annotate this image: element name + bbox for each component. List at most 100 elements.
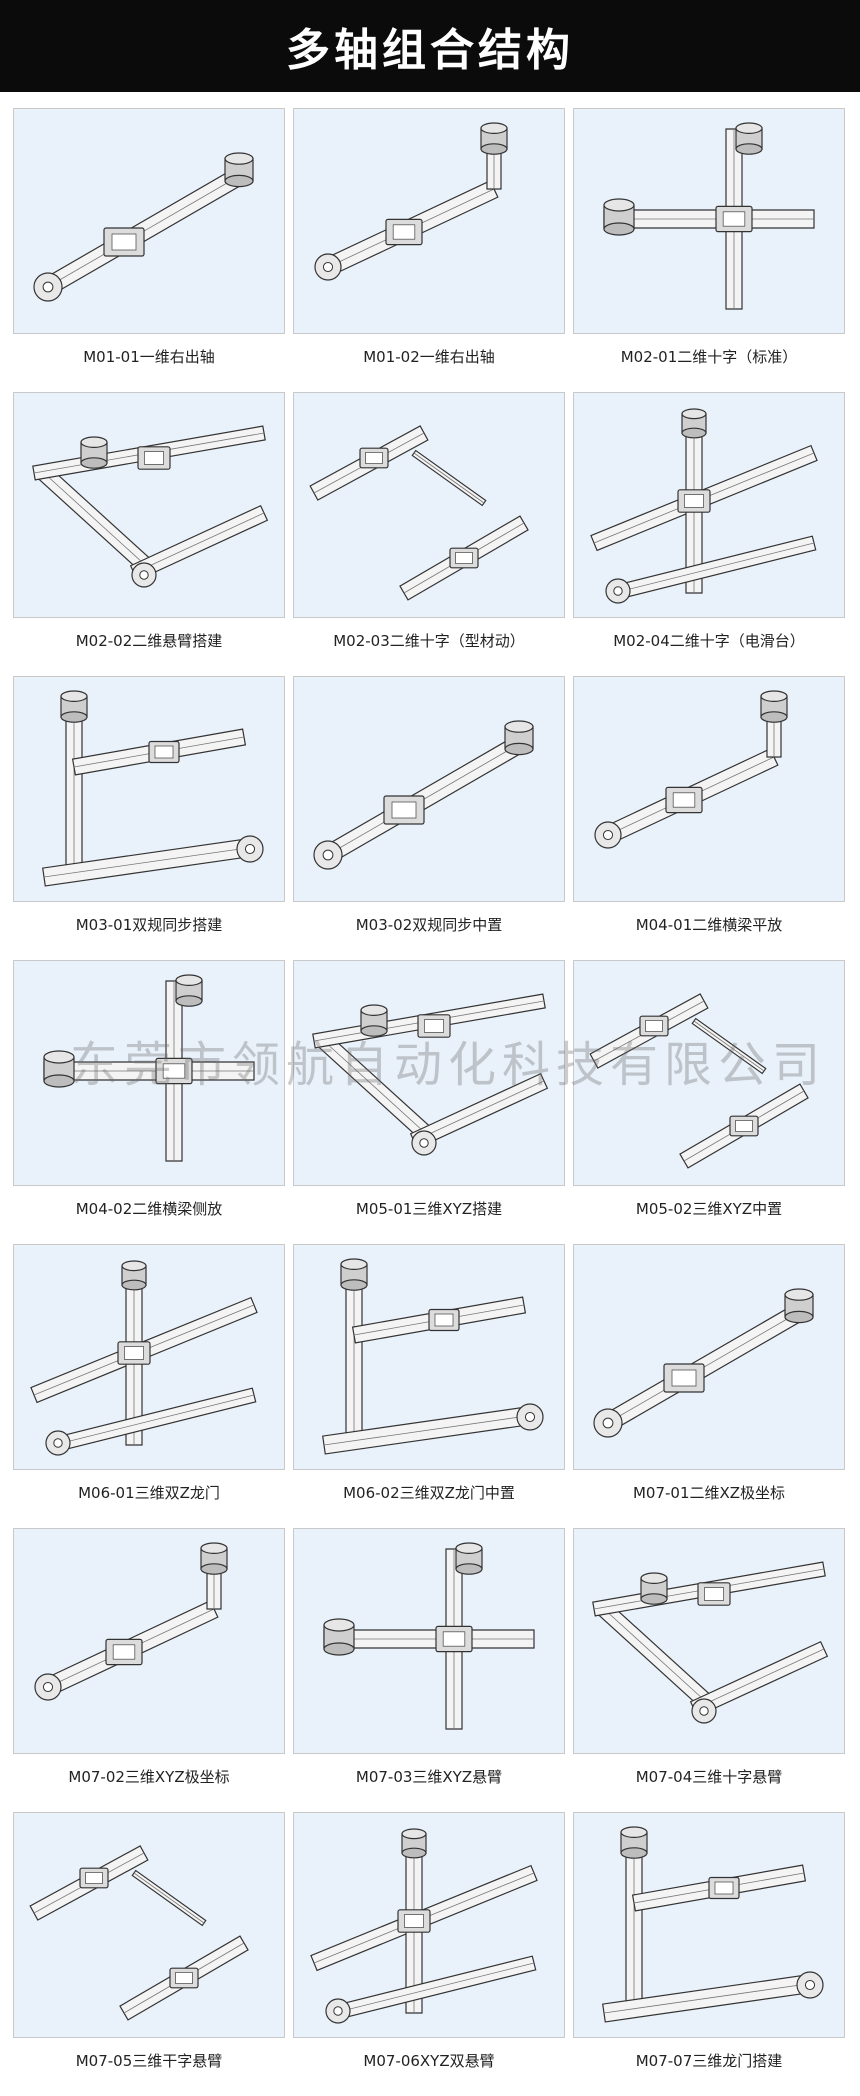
product-card[interactable]: M02-02二维悬臂搭建 bbox=[13, 392, 285, 676]
product-card[interactable]: M02-04二维十字（电滑台） bbox=[573, 392, 845, 676]
product-caption: M04-02二维横梁侧放 bbox=[75, 1200, 223, 1218]
product-card[interactable]: M03-02双规同步中置 bbox=[293, 676, 565, 960]
carriage-block bbox=[665, 786, 703, 814]
product-card[interactable]: M05-02三维XYZ中置 bbox=[573, 960, 845, 1244]
product-caption: M06-02三维双Z龙门中置 bbox=[343, 1484, 515, 1502]
carriage-block bbox=[677, 489, 711, 513]
product-image-panel[interactable] bbox=[293, 1528, 565, 1754]
end-pulley bbox=[605, 578, 631, 604]
carriage-block bbox=[105, 1638, 143, 1666]
carriage-block bbox=[729, 1115, 759, 1137]
carriage-block bbox=[397, 1909, 431, 1933]
cantilever-module-icon bbox=[32, 425, 269, 588]
servo-motor bbox=[760, 690, 788, 723]
product-image-panel[interactable] bbox=[13, 960, 285, 1186]
product-card[interactable]: M07-07三维龙门搭建 bbox=[573, 1812, 845, 2096]
servo-motor bbox=[784, 1288, 814, 1324]
product-caption: M07-01二维XZ极坐标 bbox=[632, 1484, 786, 1502]
product-image-panel[interactable] bbox=[293, 1812, 565, 2038]
product-caption: M05-02三维XYZ中置 bbox=[635, 1200, 783, 1218]
product-image-panel[interactable] bbox=[293, 1244, 565, 1470]
carriage-block bbox=[435, 1625, 473, 1653]
carriage-block bbox=[169, 1967, 199, 1989]
product-image-panel[interactable] bbox=[293, 392, 565, 618]
carriage-block bbox=[663, 1363, 705, 1393]
product-image-panel[interactable] bbox=[13, 392, 285, 618]
rail-x bbox=[603, 209, 815, 229]
rail-y bbox=[51, 1387, 257, 1453]
product-caption: M07-03三维XYZ悬臂 bbox=[355, 1768, 503, 1786]
product-image-panel[interactable] bbox=[293, 108, 565, 334]
product-caption: M05-01三维XYZ搭建 bbox=[355, 1200, 503, 1218]
cross-axis-module-icon bbox=[309, 425, 529, 601]
product-card[interactable]: M01-02一维右出轴 bbox=[293, 108, 565, 392]
carriage-block bbox=[103, 227, 145, 257]
product-card[interactable]: M04-01二维横梁平放 bbox=[573, 676, 845, 960]
product-image-panel[interactable] bbox=[293, 960, 565, 1186]
product-caption: M01-02一维右出轴 bbox=[363, 348, 495, 366]
product-card[interactable]: M06-02三维双Z龙门中置 bbox=[293, 1244, 565, 1528]
product-caption: M07-02三维XYZ极坐标 bbox=[68, 1768, 230, 1786]
product-image-panel[interactable] bbox=[573, 960, 845, 1186]
carriage-block bbox=[117, 1341, 151, 1365]
product-card[interactable]: M01-01一维右出轴 bbox=[13, 108, 285, 392]
cantilever-module-icon bbox=[323, 1542, 535, 1730]
product-image-panel[interactable] bbox=[13, 1812, 285, 2038]
product-card[interactable]: M02-03二维十字（型材动） bbox=[293, 392, 565, 676]
product-image-panel[interactable] bbox=[573, 676, 845, 902]
product-card[interactable]: M07-05三维干字悬臂 bbox=[13, 1812, 285, 2096]
gantry-module-icon bbox=[322, 1258, 544, 1455]
product-caption: M02-01二维十字（标准） bbox=[620, 348, 798, 366]
servo-motor bbox=[60, 690, 88, 723]
product-image-panel[interactable] bbox=[573, 1812, 845, 2038]
sync-shaft bbox=[131, 1869, 207, 1927]
end-pulley bbox=[34, 1673, 62, 1701]
cross-axis-module-icon bbox=[590, 408, 818, 604]
end-pulley bbox=[516, 1403, 544, 1431]
product-card[interactable]: M07-01二维XZ极坐标 bbox=[573, 1244, 845, 1528]
carriage-block bbox=[359, 447, 389, 469]
cross-axis-module-icon bbox=[603, 122, 815, 310]
servo-motor bbox=[681, 408, 707, 439]
product-card[interactable]: M07-04三维十字悬臂 bbox=[573, 1528, 845, 1812]
gantry-module-icon bbox=[30, 1260, 258, 1456]
end-pulley bbox=[325, 1998, 351, 2024]
product-card[interactable]: M06-01三维双Z龙门 bbox=[13, 1244, 285, 1528]
gantry-module-icon bbox=[602, 1826, 824, 2023]
end-pulley bbox=[411, 1130, 437, 1156]
product-image-panel[interactable] bbox=[573, 108, 845, 334]
product-caption: M02-02二维悬臂搭建 bbox=[75, 632, 223, 650]
end-pulley bbox=[131, 562, 157, 588]
servo-motor bbox=[455, 1542, 483, 1575]
product-image-panel[interactable] bbox=[293, 676, 565, 902]
xyz-module-icon bbox=[589, 993, 809, 1169]
product-image-panel[interactable] bbox=[13, 1244, 285, 1470]
polar-module-icon bbox=[593, 1288, 814, 1438]
product-card[interactable]: M02-01二维十字（标准） bbox=[573, 108, 845, 392]
product-card[interactable]: M04-02二维横梁侧放 bbox=[13, 960, 285, 1244]
end-pulley bbox=[45, 1430, 71, 1456]
product-image-panel[interactable] bbox=[13, 1528, 285, 1754]
product-image-panel[interactable] bbox=[573, 392, 845, 618]
xyz-module-icon bbox=[312, 993, 549, 1156]
product-card[interactable]: M07-02三维XYZ极坐标 bbox=[13, 1528, 285, 1812]
product-image-panel[interactable] bbox=[13, 676, 285, 902]
product-card[interactable]: M07-03三维XYZ悬臂 bbox=[293, 1528, 565, 1812]
product-image-panel[interactable] bbox=[573, 1528, 845, 1754]
product-card[interactable]: M07-06XYZ双悬臂 bbox=[293, 1812, 565, 2096]
product-caption: M04-01二维横梁平放 bbox=[635, 916, 783, 934]
product-image-panel[interactable] bbox=[573, 1244, 845, 1470]
carriage-block bbox=[639, 1015, 669, 1037]
sync-shaft bbox=[691, 1017, 767, 1075]
product-image-panel[interactable] bbox=[13, 108, 285, 334]
servo-motor bbox=[200, 1542, 228, 1575]
carriage-block bbox=[708, 1876, 740, 1900]
product-card[interactable]: M05-01三维XYZ搭建 bbox=[293, 960, 565, 1244]
servo-motor bbox=[224, 152, 254, 188]
dual-rail-module-icon bbox=[313, 720, 534, 870]
product-card[interactable]: M03-01双规同步搭建 bbox=[13, 676, 285, 960]
product-grid: M01-01一维右出轴 M01-02一维右出轴 M02-01二维十字（标准） M02-… bbox=[13, 108, 847, 2096]
product-caption: M07-06XYZ双悬臂 bbox=[363, 2052, 495, 2070]
rail-z bbox=[405, 1852, 423, 2014]
servo-motor bbox=[43, 1050, 75, 1088]
